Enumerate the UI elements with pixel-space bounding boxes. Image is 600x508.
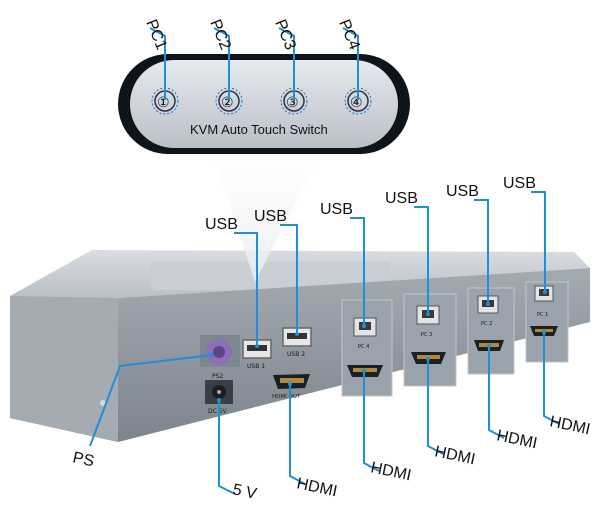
- touch-button-2: ②: [215, 87, 243, 115]
- hdmi-pc3-callout: HDMI: [433, 443, 477, 468]
- ps2-port: PS2: [200, 335, 240, 380]
- touch-button-glyph-2: ②: [221, 94, 234, 110]
- zoom-beam: [212, 150, 322, 282]
- port-label-usb1: USB 1: [247, 363, 265, 370]
- usb-callout-2: USB: [254, 208, 287, 225]
- port-label-pc3: PC 3: [421, 332, 432, 338]
- panel-title: KVM Auto Touch Switch: [190, 122, 328, 137]
- usb-callout-pc3: USB: [385, 190, 418, 207]
- pc2-label: PC2: [206, 17, 233, 52]
- hdmi-pc4-callout: HDMI: [369, 459, 413, 484]
- port-label-pc2: PC 2: [481, 321, 492, 327]
- usb-callout-pc1: USB: [503, 175, 536, 192]
- pc4-label: PC4: [335, 17, 362, 52]
- callout-dots: [210, 290, 547, 402]
- port-label-pc4: PC 4: [358, 344, 369, 350]
- callout-lines: [89, 27, 560, 495]
- usb-callout-pc2: USB: [446, 183, 479, 200]
- touch-button-glyph-4: ④: [350, 94, 363, 110]
- hdmi-pc1-callout: HDMI: [548, 413, 592, 438]
- touch-button-glyph-1: ①: [157, 94, 170, 110]
- touch-button-glyph-3: ③: [286, 94, 299, 110]
- pc3-label: PC3: [271, 17, 298, 52]
- hdmi-out-callout: HDMI: [295, 475, 339, 500]
- usb-callout-pc4: USB: [320, 201, 353, 218]
- ps-callout: PS: [71, 449, 95, 470]
- top-recess: [150, 262, 390, 290]
- port-label-usb2: USB 2: [287, 351, 305, 358]
- hdmi-pc2-callout: HDMI: [495, 427, 539, 452]
- pc1-label: PC1: [142, 17, 169, 52]
- port-label-pc1: PC 1: [537, 312, 548, 318]
- hdmi-out-port: HDMI OUT: [272, 374, 310, 400]
- chassis-side: [10, 296, 118, 442]
- port-label-ps2: PS2: [212, 373, 223, 380]
- port-label-dc: DC 5V: [208, 408, 228, 415]
- power-callout: 5 V: [231, 481, 258, 503]
- touch-panel-zoom: KVM Auto Touch Switch ① ② ③ ④: [118, 54, 410, 154]
- usb-callout-1: USB: [205, 216, 238, 233]
- port-label-hdmi-out: HDMI OUT: [272, 394, 301, 400]
